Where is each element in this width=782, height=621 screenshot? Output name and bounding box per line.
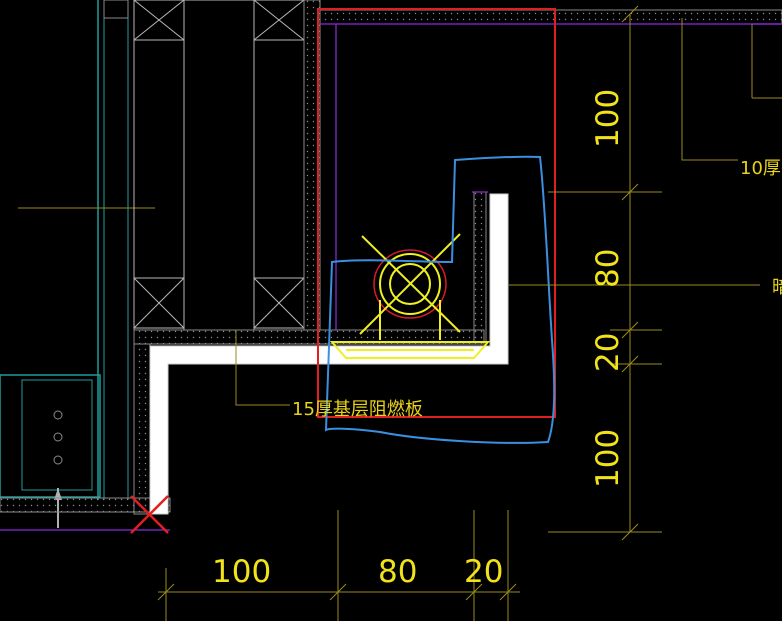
blue-markup-outline (324, 155, 556, 444)
horizontal-dimension-chain (157, 510, 520, 621)
light-fixture-icon (329, 233, 491, 359)
right-top-leader (681, 18, 738, 161)
dim-horizontal-2: 80 (378, 554, 417, 590)
dim-vertical-1: 100 (590, 89, 626, 148)
dim-vertical-3: 20 (590, 333, 626, 372)
red-markup-box (317, 8, 556, 418)
dim-horizontal-3: 20 (464, 554, 503, 590)
base-board-leader (235, 330, 290, 406)
ceiling-frame (133, 0, 305, 331)
left-profile-column (0, 0, 155, 500)
purple-outline (0, 23, 782, 531)
base-board-label: 15厚基层阻燃板 (292, 399, 423, 420)
vertical-dimension-chain (548, 5, 662, 541)
cross-mark-icon (130, 495, 169, 534)
dim-vertical-2: 80 (590, 249, 626, 288)
right-top-label: 10厚钅 (740, 158, 782, 179)
dim-horizontal-1: 100 (212, 554, 271, 590)
wall-layers (0, 0, 782, 515)
right-mid-label: 暗 (772, 277, 782, 298)
dim-vertical-4: 100 (590, 429, 626, 488)
